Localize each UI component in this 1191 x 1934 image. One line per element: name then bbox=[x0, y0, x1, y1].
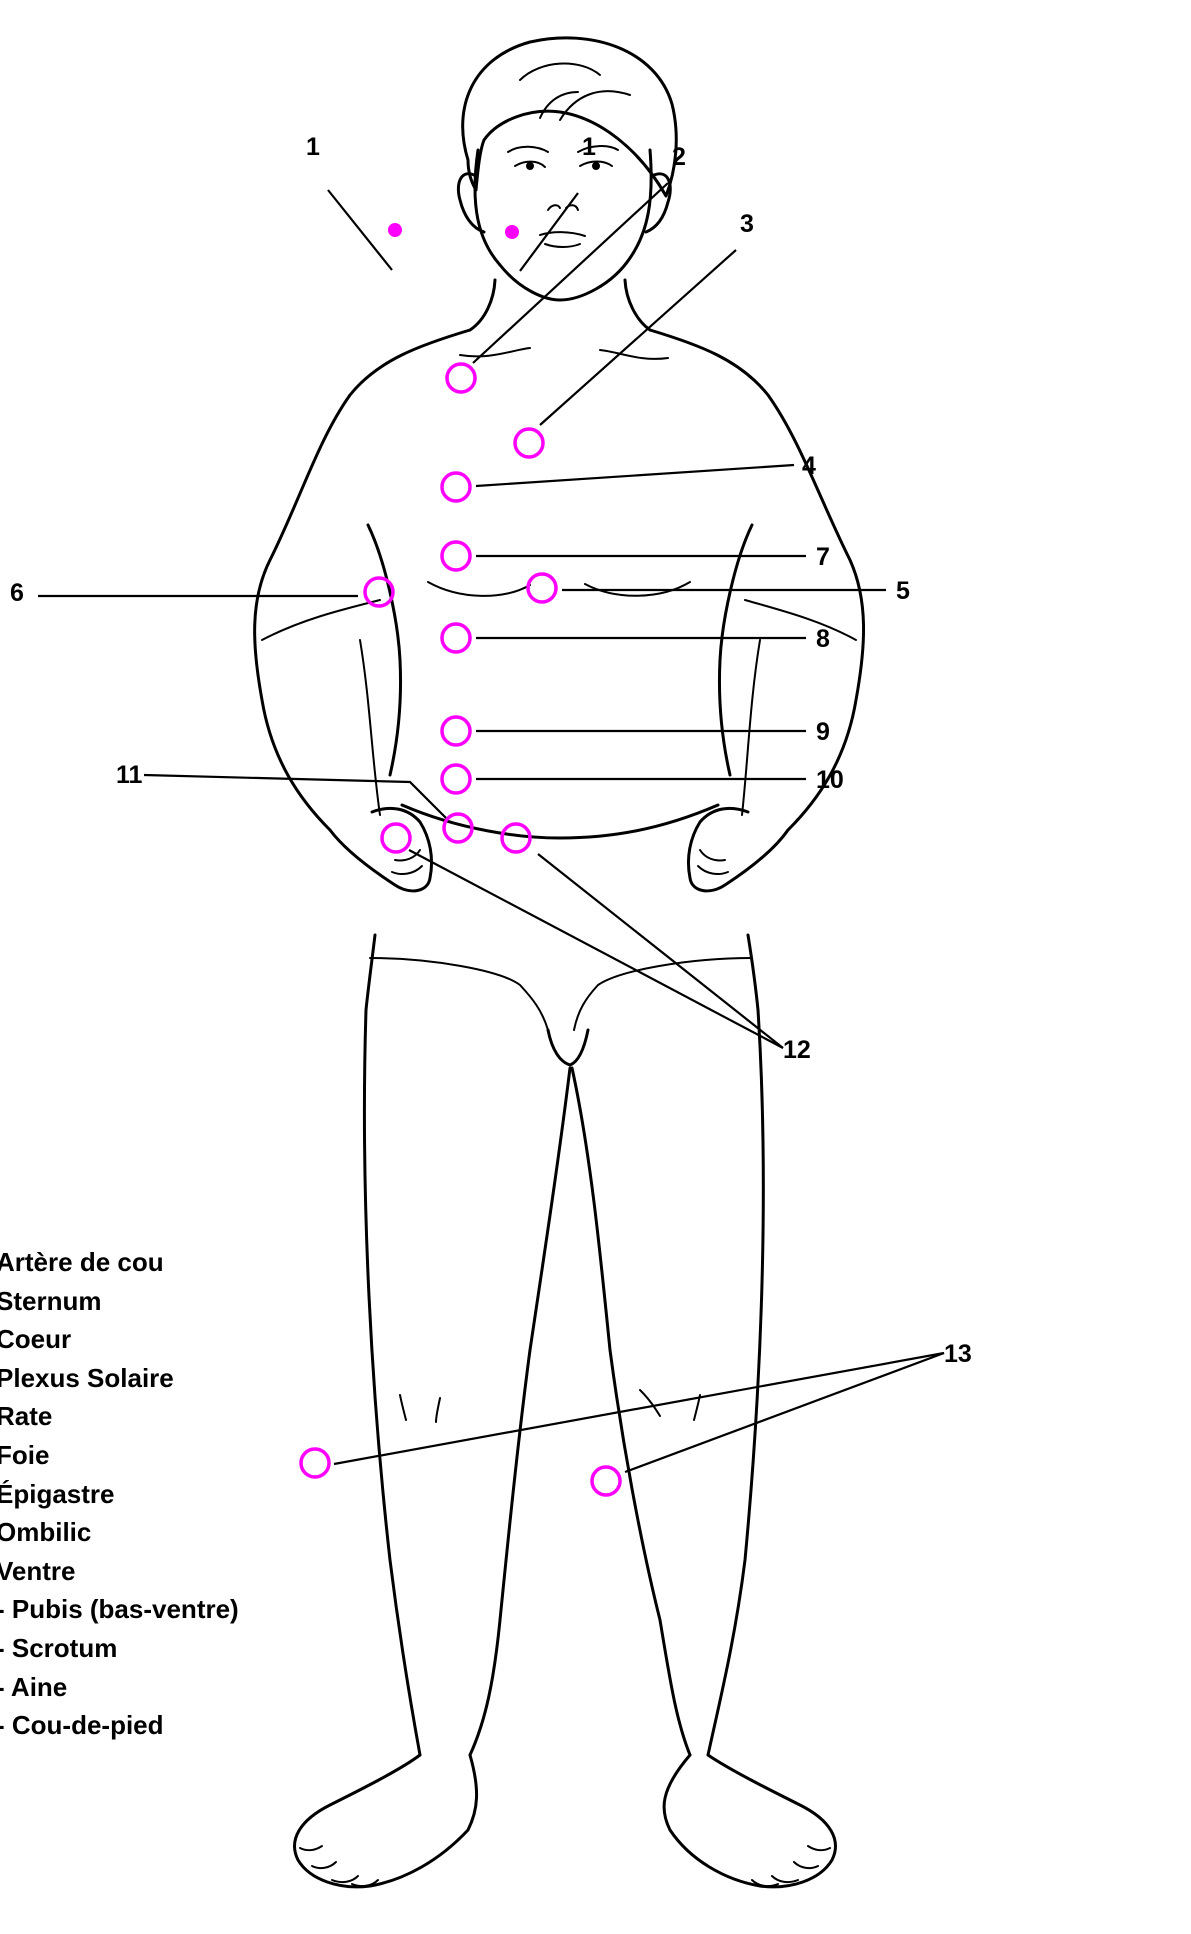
point-marker-5 bbox=[528, 574, 556, 602]
legend-item: Épigastre bbox=[0, 1475, 239, 1514]
callout-labels: 1 1 2 3 4 7 6 5 8 9 10 11 12 13 bbox=[10, 133, 972, 1368]
legend-item: Rate bbox=[0, 1397, 239, 1436]
legend-item: Plexus Solaire bbox=[0, 1359, 239, 1398]
legend-item: - Aine bbox=[0, 1668, 239, 1707]
point-marker-1-right bbox=[505, 225, 519, 239]
legend-item: - Scrotum bbox=[0, 1629, 239, 1668]
point-marker-3 bbox=[515, 429, 543, 457]
legend-item: - Cou-de-pied bbox=[0, 1706, 239, 1745]
leader-12-right bbox=[538, 854, 783, 1048]
point-marker-12-right bbox=[502, 824, 530, 852]
point-marker-12-left bbox=[382, 824, 410, 852]
callout-8: 8 bbox=[816, 625, 830, 653]
callout-10: 10 bbox=[816, 766, 844, 794]
leader-13-left bbox=[334, 1353, 944, 1464]
point-marker-2 bbox=[447, 364, 475, 392]
point-marker-10 bbox=[442, 765, 470, 793]
leader-1-left bbox=[328, 190, 392, 270]
point-marker-4 bbox=[442, 473, 470, 501]
callout-7: 7 bbox=[816, 543, 830, 571]
point-marker-13-right bbox=[592, 1467, 620, 1495]
callout-1-right: 1 bbox=[582, 133, 596, 161]
legend-item: Foie bbox=[0, 1436, 239, 1475]
legend-item: Sternum bbox=[0, 1282, 239, 1321]
callout-4: 4 bbox=[802, 452, 816, 480]
point-marker-9 bbox=[442, 717, 470, 745]
leader-4 bbox=[476, 465, 794, 486]
callout-12: 12 bbox=[783, 1036, 811, 1064]
callout-6: 6 bbox=[10, 579, 24, 607]
legend-item: Ombilic bbox=[0, 1513, 239, 1552]
callout-11: 11 bbox=[116, 761, 143, 789]
legend-item: Coeur bbox=[0, 1320, 239, 1359]
legend-list: Artère de cou Sternum Coeur Plexus Solai… bbox=[0, 1243, 239, 1745]
callout-13: 13 bbox=[944, 1340, 972, 1368]
legend-item: - Pubis (bas-ventre) bbox=[0, 1590, 239, 1629]
body-outline bbox=[255, 38, 864, 1887]
legend-item: Ventre bbox=[0, 1552, 239, 1591]
callout-5: 5 bbox=[896, 577, 910, 605]
point-markers bbox=[301, 223, 620, 1495]
callout-3: 3 bbox=[740, 210, 754, 238]
leader-11 bbox=[144, 775, 448, 820]
point-marker-13-left bbox=[301, 1449, 329, 1477]
callout-9: 9 bbox=[816, 718, 830, 746]
callout-2: 2 bbox=[672, 143, 686, 171]
leader-12-left bbox=[409, 850, 783, 1048]
leader-3 bbox=[540, 250, 736, 425]
leader-13-right bbox=[625, 1353, 944, 1472]
point-marker-8 bbox=[442, 624, 470, 652]
callout-1-left: 1 bbox=[306, 133, 320, 161]
point-marker-7 bbox=[442, 542, 470, 570]
point-marker-1-left bbox=[388, 223, 402, 237]
legend-item: Artère de cou bbox=[0, 1243, 239, 1282]
